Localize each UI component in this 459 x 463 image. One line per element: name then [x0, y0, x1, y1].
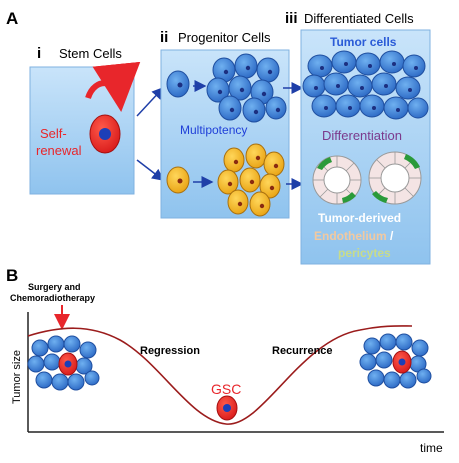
- pericytes-label: pericytes: [338, 246, 391, 260]
- self-renewal-label-line2: renewal: [36, 143, 82, 158]
- panel-a-label: A: [6, 9, 18, 28]
- progenitor-title: Progenitor Cells: [178, 30, 271, 45]
- differentiated-title: Differentiated Cells: [304, 11, 414, 26]
- endothelium-ring-right-icon: [368, 151, 422, 205]
- x-axis-label: time: [420, 441, 443, 455]
- endothelium-pericytes-line: Endothelium /: [314, 229, 394, 243]
- differentiated-roman-label: iii: [285, 10, 298, 27]
- self-renewal-arrow-icon: [85, 61, 141, 112]
- slash-label: /: [387, 229, 394, 243]
- panel-b-label: B: [6, 266, 18, 285]
- multipotency-label: Multipotency: [180, 123, 247, 137]
- blue-progenitor-cluster-icon: [206, 53, 287, 123]
- self-renewal-label-line1: Self-: [40, 126, 67, 141]
- stem-roman-label: i: [37, 45, 41, 62]
- cell-nucleus-icon: [177, 178, 183, 184]
- stem-title: Stem Cells: [59, 46, 122, 61]
- arrow-to-yellow-progenitor-icon: [136, 159, 165, 181]
- tumor-cluster-left-icon: [27, 335, 100, 391]
- stem-cell-nucleus-icon: [99, 128, 111, 140]
- gsc-cell-nucleus-icon: [223, 404, 231, 412]
- differentiation-label: Differentiation: [322, 128, 402, 143]
- tumor-cluster-right-icon: [359, 333, 432, 389]
- y-axis-label: Tumor size: [11, 350, 23, 404]
- recurrence-label: Recurrence: [272, 345, 333, 357]
- tumor-size-curve: [27, 325, 413, 425]
- gsc-label: GSC: [211, 381, 241, 397]
- arrow-to-blue-progenitor-icon: [136, 86, 165, 117]
- cell-nucleus-icon: [177, 82, 183, 88]
- yellow-progenitor-cluster-icon: [217, 143, 285, 217]
- tumor-cells-label: Tumor cells: [330, 35, 397, 49]
- surgery-label-line2: Chemoradiotherapy: [10, 293, 95, 303]
- regression-label: Regression: [140, 345, 200, 357]
- surgery-label-line1: Surgery and: [28, 282, 81, 292]
- tumor-derived-label: Tumor-derived: [318, 211, 401, 225]
- endothelium-label: Endothelium: [314, 229, 387, 243]
- progenitor-roman-label: ii: [160, 29, 168, 46]
- tumor-cells-cluster-icon: [302, 50, 429, 120]
- endothelium-ring-left-icon: [312, 155, 362, 205]
